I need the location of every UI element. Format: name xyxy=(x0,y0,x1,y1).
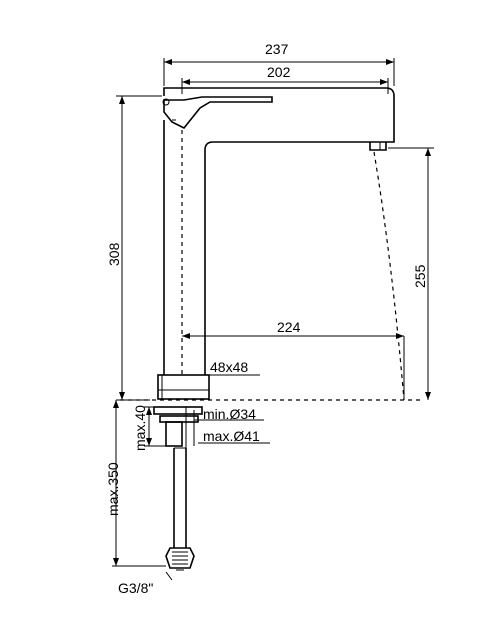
leader-lines xyxy=(112,374,270,581)
label-hole-min: min.Ø34 xyxy=(203,406,256,422)
handle-lever xyxy=(162,96,273,130)
aerator xyxy=(369,142,387,151)
label-deck-max: max.40 xyxy=(132,405,148,451)
label-height-spout: 255 xyxy=(412,264,428,288)
mounting-assembly xyxy=(153,406,203,448)
dim-202 xyxy=(181,78,389,94)
base-plate xyxy=(157,374,210,400)
label-height-total: 308 xyxy=(106,242,122,266)
label-depth-spout: 224 xyxy=(277,319,301,335)
faucet-body xyxy=(163,87,395,375)
label-width-spout: 202 xyxy=(267,64,291,80)
water-jet xyxy=(373,151,405,401)
dim-237 xyxy=(163,58,395,86)
dim-224 xyxy=(182,333,405,400)
label-hole-max: max.Ø41 xyxy=(203,428,260,444)
label-thread: G3/8" xyxy=(118,580,153,596)
label-hose-max: max.350 xyxy=(105,462,121,516)
dim-255 xyxy=(388,147,434,400)
label-width-overall: 237 xyxy=(265,41,289,57)
flexible-hose xyxy=(173,447,187,548)
dim-308 xyxy=(116,95,162,401)
label-base-size: 48x48 xyxy=(210,359,248,375)
hose-nut xyxy=(165,547,195,571)
